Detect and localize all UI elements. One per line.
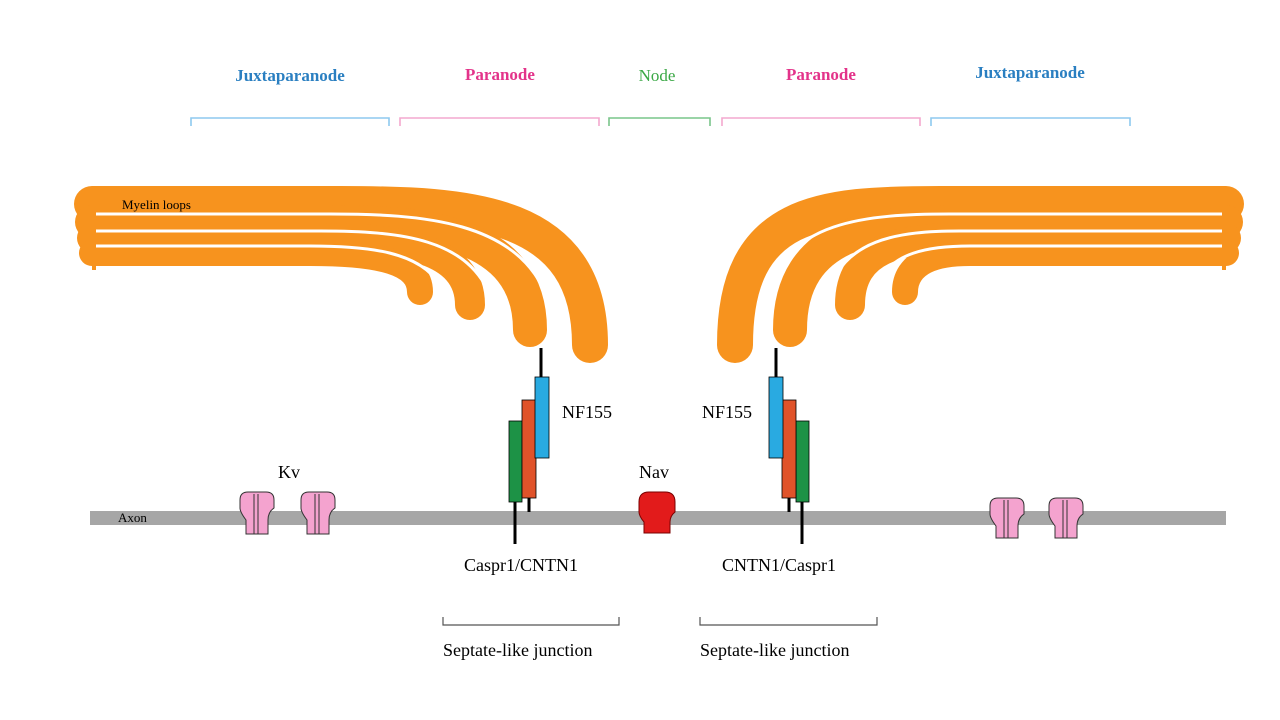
cntn1-protein bbox=[781, 399, 797, 499]
myelin-gaps-right bbox=[768, 212, 1226, 301]
myelin-loops-right bbox=[717, 186, 1244, 363]
caspr1-protein bbox=[508, 420, 523, 503]
bracket-paranode-left bbox=[399, 117, 600, 126]
nav-label: Nav bbox=[639, 462, 669, 482]
nf155-protein bbox=[768, 376, 784, 459]
myelin-label: Myelin loops bbox=[122, 197, 191, 212]
paranodal-complex-right bbox=[768, 348, 810, 544]
cntn-caspr-label-right: CNTN1/Caspr1 bbox=[722, 555, 836, 575]
kv-channel-icon bbox=[989, 497, 1025, 539]
kv-channel-icon bbox=[239, 491, 275, 535]
myelin-loops-left bbox=[74, 186, 608, 363]
region-label-node: Node bbox=[639, 66, 676, 85]
kv-channel-icon bbox=[1048, 497, 1084, 539]
kv-channel-icon bbox=[300, 491, 336, 535]
paranodal-complex-left bbox=[508, 348, 550, 544]
nf155-label-right: NF155 bbox=[702, 402, 752, 422]
bracket-node bbox=[608, 117, 711, 126]
nf155-label-left: NF155 bbox=[562, 402, 612, 422]
septate-bracket-right bbox=[699, 617, 878, 626]
region-label-paranode-right: Paranode bbox=[786, 65, 856, 84]
cntn1-protein bbox=[521, 399, 537, 499]
caspr1-protein bbox=[795, 420, 810, 503]
axon-label: Axon bbox=[118, 510, 147, 525]
bracket-juxtaparanode-left bbox=[190, 117, 390, 126]
caspr-cntn-label-left: Caspr1/CNTN1 bbox=[464, 555, 578, 575]
bracket-juxtaparanode-right bbox=[930, 117, 1131, 126]
septate-label-right: Septate-like junction bbox=[700, 640, 849, 660]
bracket-paranode-right bbox=[721, 117, 921, 126]
region-label-juxtaparanode-right: Juxtaparanode bbox=[975, 63, 1085, 82]
myelin-gaps-left bbox=[92, 212, 550, 301]
region-label-juxtaparanode-left: Juxtaparanode bbox=[235, 66, 345, 85]
nf155-protein bbox=[534, 376, 550, 459]
nav-channel-icon bbox=[638, 491, 676, 534]
septate-label-left: Septate-like junction bbox=[443, 640, 592, 660]
kv-label: Kv bbox=[278, 462, 300, 482]
septate-bracket-left bbox=[442, 617, 620, 626]
region-label-paranode-left: Paranode bbox=[465, 65, 535, 84]
